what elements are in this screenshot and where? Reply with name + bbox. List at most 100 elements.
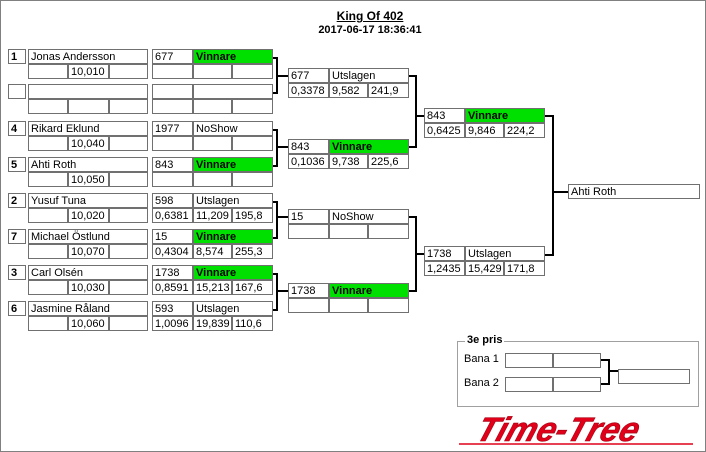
round2-speed: [368, 298, 409, 313]
bracket-connector: [273, 201, 277, 203]
lane2-label: Bana 2: [464, 377, 499, 389]
round1-elapsed-time: [193, 99, 232, 114]
driver-name[interactable]: Yusuf Tuna: [28, 193, 148, 208]
bracket-connector: [273, 237, 277, 239]
prize-connector: [601, 383, 609, 385]
round3-result: Utslagen: [465, 246, 545, 261]
driver-name[interactable]: Michael Östlund: [28, 229, 148, 244]
round2-speed: 241,9: [368, 83, 409, 98]
bracket-connector: [415, 75, 417, 148]
driver-name[interactable]: Jasmine Råland: [28, 301, 148, 316]
prize-connector: [608, 359, 610, 385]
seed-number: 3: [8, 265, 26, 280]
dial-in: 10,050: [68, 172, 109, 187]
round2-number: 15: [288, 209, 329, 224]
round1-number: 843: [152, 157, 193, 172]
lane1-slot-a[interactable]: [505, 353, 553, 368]
seed-number: 2: [8, 193, 26, 208]
blank-cell: [28, 280, 68, 295]
bracket-connector: [276, 129, 278, 167]
driver-name[interactable]: Ahti Roth: [28, 157, 148, 172]
blank-cell: [109, 172, 148, 187]
round1-speed: 167,6: [232, 280, 273, 295]
round1-speed: [232, 99, 273, 114]
round1-result: Vinnare: [193, 49, 273, 64]
round2-speed: [368, 224, 409, 239]
bracket-connector: [273, 129, 277, 131]
round1-speed: 255,3: [232, 244, 273, 259]
blank-cell: [28, 64, 68, 79]
seed-number: 5: [8, 157, 26, 172]
round1-elapsed-time: [193, 136, 232, 151]
round1-elapsed-time: 11,209: [193, 208, 232, 223]
blank-cell: [109, 316, 148, 331]
seed-number: [8, 84, 26, 99]
round3-result: Vinnare: [465, 108, 545, 123]
round1-speed: [232, 64, 273, 79]
blank-cell: [109, 99, 148, 114]
round1-elapsed-time: 19,839: [193, 316, 232, 331]
round1-result: Vinnare: [193, 229, 273, 244]
round2-reaction-time: 0,1036: [288, 154, 329, 169]
bracket-connector: [552, 191, 568, 193]
round3-elapsed-time: 9,846: [465, 123, 504, 138]
driver-name[interactable]: Rikard Eklund: [28, 121, 148, 136]
bracket-connector: [273, 273, 277, 275]
prize-connector: [601, 359, 609, 361]
bracket-connector: [545, 115, 553, 117]
dial-in: 10,060: [68, 316, 109, 331]
bracket-connector: [415, 115, 424, 117]
dial-in: 10,030: [68, 280, 109, 295]
dial-in: [68, 99, 109, 114]
dial-in: 10,040: [68, 136, 109, 151]
driver-name[interactable]: Jonas Andersson: [28, 49, 148, 64]
lane2-slot-a[interactable]: [505, 377, 553, 392]
round1-reaction-time: [152, 99, 193, 114]
blank-cell: [28, 316, 68, 331]
bracket-connector: [552, 115, 554, 256]
blank-cell: [28, 136, 68, 151]
round2-reaction-time: [288, 298, 329, 313]
event-title: King Of 402: [336, 9, 404, 23]
round2-elapsed-time: 9,582: [329, 83, 368, 98]
round2-number: 843: [288, 139, 329, 154]
round1-number: 598: [152, 193, 193, 208]
driver-name[interactable]: Carl Olsén: [28, 265, 148, 280]
bracket-connector: [276, 75, 288, 77]
logo-text: Time-Tree: [472, 411, 646, 448]
dial-in: 10,010: [68, 64, 109, 79]
round1-number: 15: [152, 229, 193, 244]
lane1-label: Bana 1: [464, 353, 499, 365]
driver-name[interactable]: [28, 84, 148, 99]
round1-number: 1977: [152, 121, 193, 136]
lane2-slot-b[interactable]: [553, 377, 601, 392]
seed-number: 1: [8, 49, 26, 64]
round1-result: [193, 84, 273, 99]
round1-result: Vinnare: [193, 157, 273, 172]
bracket-connector: [545, 254, 553, 256]
round1-reaction-time: [152, 136, 193, 151]
round2-result: Vinnare: [329, 139, 409, 154]
round3-number: 843: [424, 108, 465, 123]
round3-speed: 171,8: [504, 261, 545, 276]
champion-name: Ahti Roth: [568, 184, 700, 199]
round1-speed: [232, 136, 273, 151]
round2-result: NoShow: [329, 209, 409, 224]
event-datetime: 2017-06-17 18:36:41: [318, 24, 422, 36]
blank-cell: [28, 244, 68, 259]
round1-elapsed-time: 15,213: [193, 280, 232, 295]
round2-speed: 225,6: [368, 154, 409, 169]
prize-connector: [608, 370, 618, 372]
blank-cell: [109, 64, 148, 79]
round3-elapsed-time: 15,429: [465, 261, 504, 276]
round1-result: Utslagen: [193, 301, 273, 316]
blank-cell: [109, 244, 148, 259]
round1-reaction-time: 0,4304: [152, 244, 193, 259]
round3-number: 1738: [424, 246, 465, 261]
bracket-connector: [276, 146, 288, 148]
round2-number: 1738: [288, 283, 329, 298]
bracket-connector: [273, 57, 277, 59]
round1-result: Utslagen: [193, 193, 273, 208]
lane1-slot-b[interactable]: [553, 353, 601, 368]
round3-reaction-time: 1,2435: [424, 261, 465, 276]
